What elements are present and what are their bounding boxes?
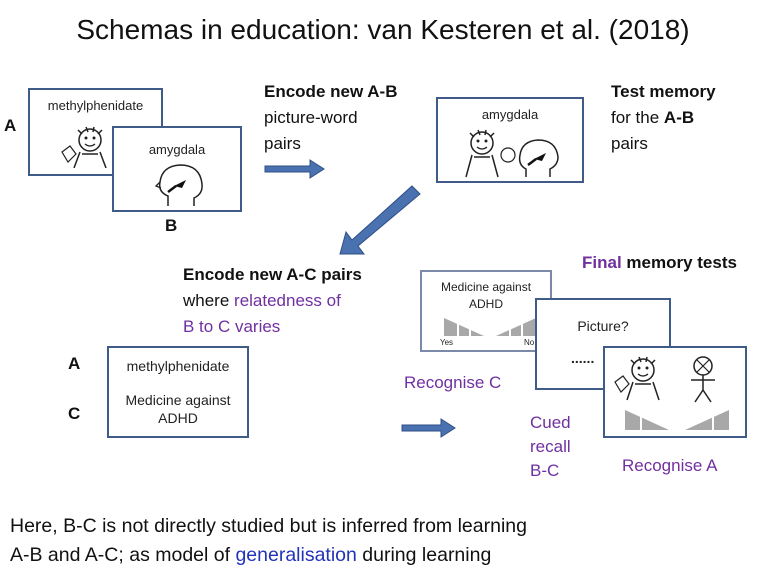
recog-c-line1: Medicine against bbox=[440, 280, 532, 294]
step1-line1: Encode new A-B bbox=[264, 82, 398, 101]
step2-line2: for the A-B bbox=[611, 105, 716, 131]
arrow-right-1 bbox=[264, 159, 325, 179]
caption-recognise-a: Recognise A bbox=[622, 456, 718, 475]
bottom-line2: A-B and A-C; as model of generalisation … bbox=[10, 541, 527, 570]
kids-and-brain-icon bbox=[465, 129, 559, 178]
caption-cued-recall: Cued recall B-C bbox=[530, 411, 571, 483]
arrow-right-2 bbox=[401, 418, 456, 438]
step2-line3: pairs bbox=[611, 134, 648, 153]
cued-l3: B-C bbox=[530, 461, 560, 480]
step3-text: Encode new A-C pairs where relatedness o… bbox=[183, 262, 362, 340]
step1-line2: picture-word bbox=[264, 108, 358, 127]
letter-a: A bbox=[4, 116, 17, 135]
brain-head-icon bbox=[154, 164, 203, 206]
ac-card-word-c-line2: ADHD bbox=[158, 410, 198, 426]
step3-line3: B to C varies bbox=[183, 317, 281, 336]
step2-line2-bold: A-B bbox=[663, 108, 695, 127]
rating-scale-icon bbox=[444, 318, 536, 336]
test-card-amygdala: amygdala bbox=[436, 97, 584, 183]
ac-card-word-c-line1: Medicine against bbox=[125, 392, 231, 408]
scale-yes: Yes bbox=[440, 338, 454, 347]
test-card-word: amygdala bbox=[481, 107, 539, 122]
cued-dots: ...... bbox=[571, 350, 595, 366]
bottom-line2-pre: A-B and A-C; as model of bbox=[10, 544, 236, 566]
bottom-line1: Here, B-C is not directly studied but is… bbox=[10, 515, 527, 537]
letter-b: B bbox=[165, 216, 178, 235]
step2-line1: Test memory bbox=[611, 82, 716, 101]
step1-text: Encode new A-B picture-word pairs bbox=[264, 79, 398, 157]
bottom-line2-blue: generalisation bbox=[235, 544, 357, 566]
final-rest: memory tests bbox=[621, 253, 737, 272]
slide-title: Schemas in education: van Kesteren et al… bbox=[76, 14, 690, 45]
card-b-amygdala: amygdala bbox=[112, 126, 242, 212]
ac-card-word-a: methylphenidate bbox=[126, 358, 230, 374]
ac-letter-c: C bbox=[68, 404, 81, 423]
step1-line3: pairs bbox=[264, 134, 301, 153]
recognise-a-card bbox=[603, 346, 747, 438]
step3-line2: where relatedness of bbox=[183, 288, 362, 314]
card-a-word: methylphenidate bbox=[47, 98, 144, 113]
recognise-c-card: Medicine against ADHD Yes No bbox=[420, 270, 552, 352]
cued-prompt: Picture? bbox=[577, 318, 629, 334]
ac-letter-a: A bbox=[68, 354, 81, 373]
final-word: Final bbox=[582, 253, 622, 272]
step3-line2-pre: where bbox=[183, 291, 235, 310]
ac-card: methylphenidate Medicine against ADHD bbox=[107, 346, 249, 438]
card-b-word: amygdala bbox=[148, 142, 206, 157]
step2-line2-pre: for the bbox=[611, 108, 664, 127]
cued-l2: recall bbox=[530, 437, 571, 456]
step3-line2-purple: relatedness of bbox=[234, 291, 341, 310]
recog-c-line2: ADHD bbox=[468, 297, 503, 311]
scale-no: No bbox=[524, 338, 535, 347]
step3-line1: Encode new A-C pairs bbox=[183, 265, 362, 284]
arrow-down-left bbox=[339, 185, 421, 255]
cued-l1: Cued bbox=[530, 413, 571, 432]
bottom-note: Here, B-C is not directly studied but is… bbox=[10, 512, 527, 570]
bottom-line2-post: during learning bbox=[356, 544, 492, 566]
step2-text: Test memory for the A-B pairs bbox=[611, 79, 716, 157]
recognise-a-picture bbox=[614, 356, 729, 430]
final-tests-heading: Final memory tests bbox=[582, 250, 737, 276]
caption-recognise-c: Recognise C bbox=[404, 373, 502, 392]
